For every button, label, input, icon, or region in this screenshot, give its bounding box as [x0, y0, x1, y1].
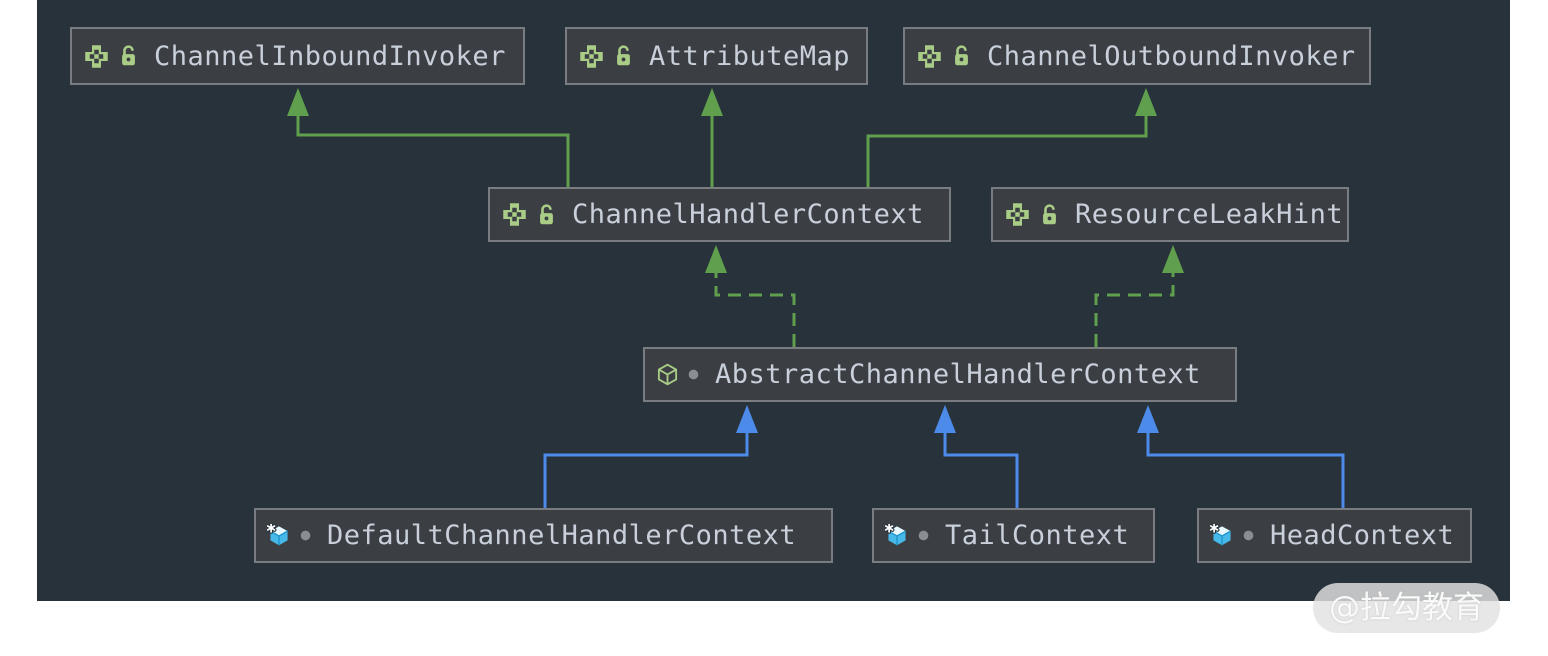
- interface-icon: [916, 43, 943, 70]
- interface-icon: [578, 43, 605, 70]
- interface-icon: [83, 43, 110, 70]
- class-node-abstractchannelhandlercontext[interactable]: AbstractChannelHandlerContext: [643, 347, 1237, 402]
- class-node-label: ChannelHandlerContext: [572, 199, 924, 230]
- interface-icon: [501, 201, 528, 228]
- lock-open-icon: [1040, 203, 1059, 227]
- final-class-icon: [267, 524, 291, 547]
- visibility-package-icon: [1243, 530, 1254, 541]
- lock-open-icon: [614, 44, 633, 68]
- class-node-defaultchannelhandlercontext[interactable]: DefaultChannelHandlerContext: [254, 508, 833, 563]
- class-node-channelhandlercontext[interactable]: ChannelHandlerContext: [488, 187, 951, 242]
- class-node-label: AbstractChannelHandlerContext: [715, 359, 1201, 390]
- watermark-badge: @拉勾教育: [1313, 583, 1500, 633]
- class-node-channelinboundinvoker[interactable]: ChannelInboundInvoker: [70, 27, 525, 85]
- watermark-text: @拉勾教育: [1329, 589, 1484, 626]
- class-node-label: HeadContext: [1270, 520, 1455, 551]
- interface-icon: [1004, 201, 1031, 228]
- lock-open-icon: [119, 44, 138, 68]
- class-node-channeloutboundinvoker[interactable]: ChannelOutboundInvoker: [903, 27, 1371, 85]
- class-node-label: TailContext: [945, 520, 1130, 551]
- class-node-label: ChannelInboundInvoker: [154, 40, 506, 72]
- class-node-headcontext[interactable]: HeadContext: [1197, 508, 1472, 563]
- final-class-icon: [885, 524, 909, 547]
- lock-open-icon: [952, 44, 971, 68]
- class-node-label: AttributeMap: [649, 40, 851, 72]
- visibility-package-icon: [918, 530, 929, 541]
- lock-open-icon: [537, 203, 556, 227]
- visibility-package-icon: [688, 369, 699, 380]
- class-node-attributemap[interactable]: AttributeMap: [565, 27, 868, 85]
- abstract-class-icon: [656, 363, 679, 386]
- class-node-label: ChannelOutboundInvoker: [987, 40, 1356, 72]
- class-node-resourceleakhint[interactable]: ResourceLeakHint: [991, 187, 1349, 242]
- visibility-package-icon: [300, 530, 311, 541]
- class-node-label: DefaultChannelHandlerContext: [327, 520, 797, 551]
- class-node-label: ResourceLeakHint: [1075, 199, 1344, 230]
- class-node-tailcontext[interactable]: TailContext: [872, 508, 1155, 563]
- final-class-icon: [1210, 524, 1234, 547]
